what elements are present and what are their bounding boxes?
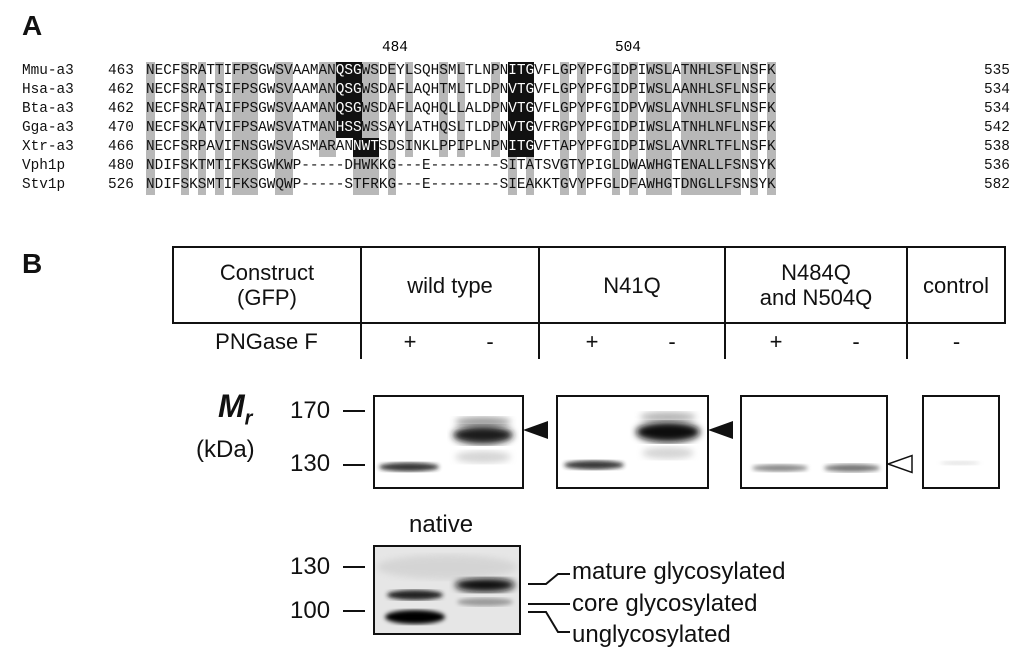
end-position: 534 bbox=[984, 101, 1010, 117]
species-name: Xtr-a3 bbox=[22, 139, 74, 155]
n41q-header: N41Q bbox=[538, 246, 726, 324]
mr-subscript: r bbox=[244, 407, 253, 430]
unglycosylated-label: unglycosylated bbox=[572, 621, 731, 648]
start-position: 463 bbox=[108, 63, 134, 79]
pngase-value: + bbox=[585, 329, 599, 354]
sequence: NECFSRPAVIFNSGWSVASMARANNWTSDSINKLPPIPLN… bbox=[146, 138, 776, 157]
tick-130-native-mark bbox=[343, 566, 365, 568]
mature-band-arrow bbox=[708, 421, 733, 439]
species-name: Mmu-a3 bbox=[22, 63, 74, 79]
n484q-n504q-header: N484Q and N504Q bbox=[724, 246, 908, 324]
start-position: 526 bbox=[108, 177, 134, 193]
unglycosylated-band-arrow bbox=[886, 454, 913, 474]
species-name: Vph1p bbox=[22, 158, 66, 174]
sequence: NECFSKATVIFPSAWSVATMANHSSWSSAYLATHQSLTLD… bbox=[146, 119, 776, 138]
start-position: 480 bbox=[108, 158, 134, 174]
gel-n484q-n504q bbox=[740, 395, 888, 489]
mature-glycosylated-label: mature glycosylated bbox=[572, 558, 786, 585]
n484q-header-line2: and N504Q bbox=[759, 285, 873, 310]
n41q-pngase: +- bbox=[538, 322, 726, 359]
sequence: NDIFSKTMTIFKSGWKWP-----DHWKKG---E-------… bbox=[146, 157, 776, 176]
mr-m: M bbox=[218, 388, 245, 424]
sequence: NDIFSKSMTIFKSGWQWP-----STFRKG---E-------… bbox=[146, 176, 776, 195]
n484q-n504q-bands bbox=[752, 464, 880, 472]
position-484-label: 484 bbox=[382, 40, 408, 56]
pngase-value: + bbox=[403, 329, 417, 354]
pngase-value: - bbox=[852, 329, 860, 354]
n484q-pngase: +- bbox=[724, 322, 908, 359]
species-name: Hsa-a3 bbox=[22, 82, 74, 98]
native-label: native bbox=[409, 511, 474, 538]
position-504-label: 504 bbox=[615, 40, 641, 56]
tick-170-label: 170 bbox=[290, 397, 331, 424]
core-glycosylated-label: core glycosylated bbox=[572, 590, 758, 617]
species-name: Stv1p bbox=[22, 177, 66, 193]
start-position: 462 bbox=[108, 82, 134, 98]
start-position: 462 bbox=[108, 101, 134, 117]
tick-170-mark bbox=[343, 410, 365, 412]
tick-100-native-label: 100 bbox=[290, 597, 331, 624]
tick-130-label: 130 bbox=[290, 450, 331, 477]
construct-header-line1: Construct bbox=[219, 260, 315, 285]
end-position: 535 bbox=[984, 63, 1010, 79]
control-bands bbox=[940, 461, 980, 465]
n484q-header-line1: N484Q bbox=[781, 260, 851, 285]
sequence: NECFSRATTIFPSGWSVAAMANQSGWSDEYLSQHSMLTLN… bbox=[146, 62, 776, 81]
species-name: Gga-a3 bbox=[22, 120, 74, 136]
end-position: 542 bbox=[984, 120, 1010, 136]
end-position: 582 bbox=[984, 177, 1010, 193]
start-position: 470 bbox=[108, 120, 134, 136]
wild-type-header: wild type bbox=[360, 246, 540, 324]
panel-a-label: A bbox=[22, 10, 43, 41]
construct-header-cell: Construct (GFP) bbox=[172, 246, 362, 324]
control-header: control bbox=[906, 246, 1006, 324]
control-pngase: - bbox=[906, 322, 1005, 359]
gel-n41q bbox=[556, 395, 709, 489]
wild-type-pngase: +- bbox=[360, 322, 540, 359]
pngase-value: + bbox=[769, 329, 783, 354]
kda-label: (kDa) bbox=[196, 436, 255, 463]
wild-type-bands bbox=[379, 417, 513, 472]
sequence: NECFSRATSIFPSGWSVAAMANQSGWSDAFLAQHTMLTLD… bbox=[146, 81, 776, 100]
pngase-label: PNGase F bbox=[173, 322, 362, 359]
gel-native bbox=[373, 545, 521, 635]
mature-band-arrow bbox=[523, 421, 548, 439]
tick-100-native-mark bbox=[343, 610, 365, 612]
tick-130-mark bbox=[343, 464, 365, 466]
sequence: NECFSRATAIFPSGWSVAAMANQSGWSDAFLAQHQLLALD… bbox=[146, 100, 776, 119]
n41q-bands bbox=[564, 412, 700, 470]
pngase-value: - bbox=[668, 329, 676, 354]
gel-wild-type bbox=[373, 395, 524, 489]
panel-b-label: B bbox=[22, 248, 43, 279]
experiment-design-table: Construct (GFP) wild type N41Q N484Q and… bbox=[172, 246, 1006, 359]
native-bands bbox=[375, 547, 519, 633]
end-position: 534 bbox=[984, 82, 1010, 98]
end-position: 538 bbox=[984, 139, 1010, 155]
species-name: Bta-a3 bbox=[22, 101, 74, 117]
end-position: 536 bbox=[984, 158, 1010, 174]
tick-130-native-label: 130 bbox=[290, 553, 331, 580]
band-label-leaders bbox=[528, 573, 570, 633]
pngase-value: - bbox=[486, 329, 494, 354]
start-position: 466 bbox=[108, 139, 134, 155]
gel-control bbox=[922, 395, 1000, 489]
construct-header-line2: (GFP) bbox=[237, 285, 297, 310]
mr-label: Mr bbox=[218, 388, 252, 430]
